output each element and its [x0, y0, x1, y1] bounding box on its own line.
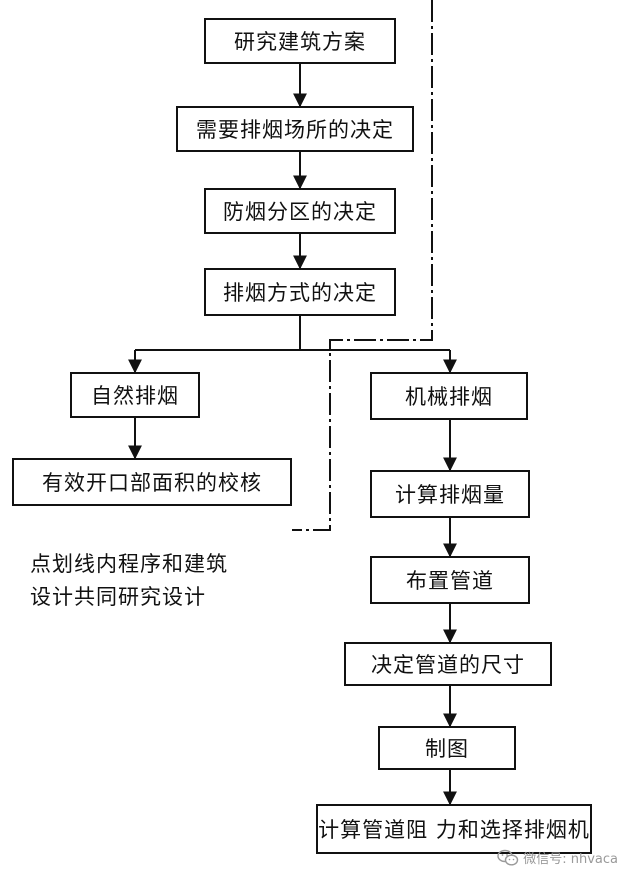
- step-opening-check: 有效开口部面积的校核: [12, 458, 292, 506]
- note-line-2: 设计共同研究设计: [30, 585, 206, 609]
- step-fan-select: 计算管道阻 力和选择排烟机: [316, 804, 592, 854]
- note-line-1: 点划线内程序和建筑: [30, 552, 228, 576]
- step-calc-volume-label: 计算排烟量: [395, 483, 505, 507]
- step-duct-size-label: 决定管道的尺寸: [371, 653, 525, 677]
- step-study-plan: 研究建筑方案: [204, 18, 396, 64]
- step-smoke-areas-label: 需要排烟场所的决定: [196, 118, 394, 142]
- step-fan-select-label: 计算管道阻 力和选择排烟机: [318, 818, 590, 842]
- step-natural-exhaust-label: 自然排烟: [91, 384, 179, 408]
- step-opening-check-label: 有效开口部面积的校核: [42, 471, 262, 495]
- step-duct-size: 决定管道的尺寸: [344, 642, 552, 686]
- step-mechanical-exhaust-label: 机械排烟: [405, 385, 493, 409]
- step-drawing: 制图: [378, 726, 516, 770]
- wechat-icon: [497, 849, 519, 866]
- step-drawing-label: 制图: [425, 737, 469, 761]
- dashed-boundary: [292, 0, 433, 531]
- step-smoke-areas: 需要排烟场所的决定: [176, 106, 414, 152]
- step-smoke-zones-label: 防烟分区的决定: [223, 200, 377, 224]
- step-exhaust-method: 排烟方式的决定: [204, 268, 396, 316]
- step-study-plan-label: 研究建筑方案: [234, 30, 366, 54]
- dashed-area-note: 点划线内程序和建筑 设计共同研究设计: [30, 548, 228, 614]
- step-exhaust-method-label: 排烟方式的决定: [223, 281, 377, 305]
- watermark: 微信号: nhvaca: [497, 848, 618, 867]
- step-calc-volume: 计算排烟量: [370, 470, 530, 518]
- step-layout-ducts: 布置管道: [370, 556, 530, 604]
- watermark-text: 微信号: nhvaca: [523, 852, 618, 867]
- step-mechanical-exhaust: 机械排烟: [370, 372, 528, 420]
- step-natural-exhaust: 自然排烟: [70, 372, 200, 418]
- step-smoke-zones: 防烟分区的决定: [204, 188, 396, 234]
- step-layout-ducts-label: 布置管道: [406, 569, 494, 593]
